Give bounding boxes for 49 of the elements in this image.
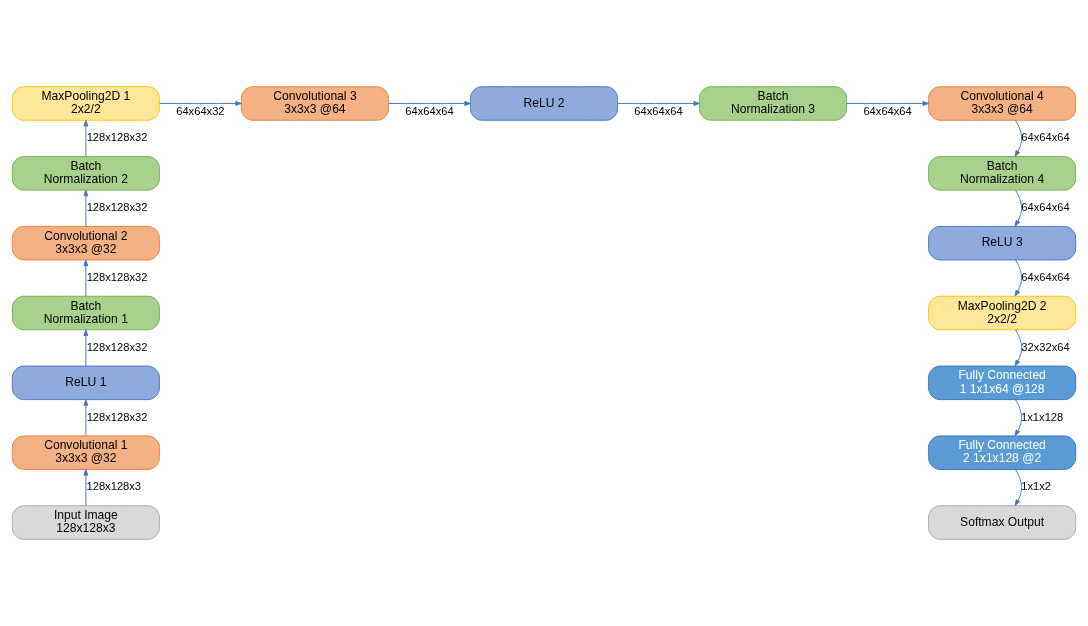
arrow (617, 101, 700, 106)
arrow (83, 399, 89, 437)
node-box: Convolutional 3 3x3x3 @64 (240, 86, 389, 121)
node-box: Batch Normalization 3 (699, 86, 848, 121)
arrow (846, 101, 929, 106)
node-box: ReLU 2 (469, 86, 619, 121)
edge-label: 64x64x64 (1021, 270, 1070, 283)
node-box: Fully Connected 2 1x1x128 @2 (928, 435, 1077, 470)
node-box: Convolutional 2 3x3x3 @32 (11, 225, 160, 261)
edge-label: 128x128x3 (86, 480, 142, 493)
arrow (159, 101, 242, 106)
node-box: Input Image 128x128x3 (11, 505, 160, 540)
edge-label: 64x64x64 (863, 105, 912, 118)
arrow (388, 101, 471, 106)
arrow (1014, 399, 1023, 437)
arrow (83, 469, 89, 506)
edge-label: 64x64x32 (176, 105, 225, 118)
arrow (1014, 119, 1023, 157)
node-box: MaxPooling2D 2 2x2/2 (928, 295, 1077, 331)
node-box: Fully Connected 1 1x1x64 @128 (928, 365, 1077, 401)
node-box: Batch Normalization 1 (11, 295, 160, 331)
node-box: Softmax Output (928, 505, 1077, 540)
edge-label: 64x64x64 (405, 105, 454, 118)
edge-label: 64x64x64 (1021, 131, 1070, 144)
arrow (83, 259, 89, 297)
arrow (1014, 469, 1023, 507)
arrow (1014, 329, 1023, 367)
edge-label: 128x128x32 (86, 340, 148, 353)
edge-label: 128x128x32 (86, 410, 148, 423)
edge-label: 128x128x32 (86, 201, 148, 214)
edge-label: 64x64x64 (634, 105, 683, 118)
edge-label: 64x64x64 (1021, 201, 1070, 214)
edge-label: 128x128x32 (86, 131, 148, 144)
node-box: ReLU 1 (11, 365, 160, 401)
arrow (1014, 189, 1023, 227)
arrow (83, 119, 89, 157)
edge-label: 32x32x64 (1021, 340, 1070, 353)
edge-label: 1x1x128 (1021, 410, 1064, 423)
arrow (83, 189, 89, 227)
arrow (1014, 259, 1023, 297)
node-box: ReLU 3 (928, 225, 1077, 261)
node-box: Convolutional 4 3x3x3 @64 (928, 86, 1077, 121)
edge-label: 128x128x32 (86, 270, 148, 283)
node-box: Batch Normalization 2 (11, 156, 160, 191)
arrow (83, 329, 89, 367)
node-box: MaxPooling2D 1 2x2/2 (11, 86, 160, 121)
node-box: Convolutional 1 3x3x3 @32 (11, 435, 160, 470)
node-box: Batch Normalization 4 (928, 156, 1077, 191)
edge-label: 1x1x2 (1021, 480, 1052, 493)
